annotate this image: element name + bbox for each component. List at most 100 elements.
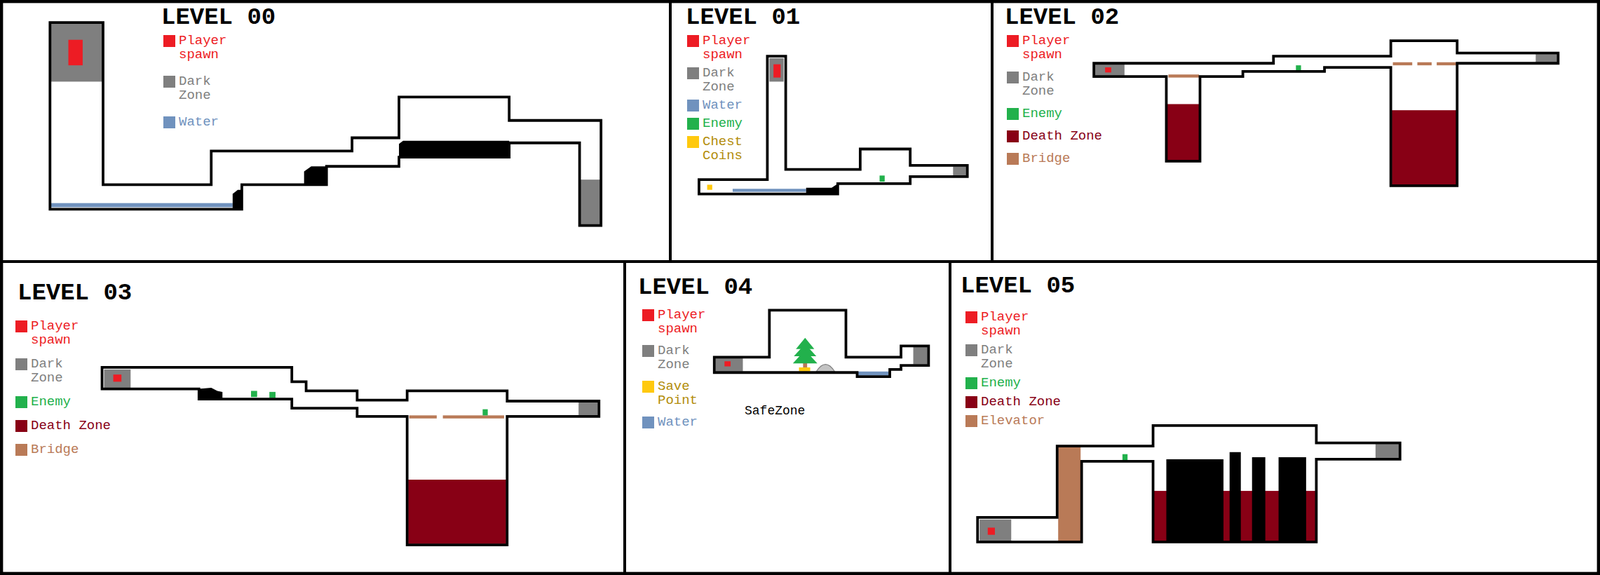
- legend-item: Enemy: [965, 375, 1061, 390]
- dark-zone: [952, 166, 967, 177]
- level-floor: [977, 425, 1401, 542]
- level-title: LEVEL 04: [638, 275, 753, 300]
- legend-text: Elevator: [980, 413, 1048, 428]
- legend-text: Bridge: [1022, 151, 1089, 166]
- legend-swatch: [15, 320, 28, 333]
- dark-zone: [103, 369, 131, 388]
- legend-item: Dark Zone: [163, 74, 246, 103]
- level-outline: [49, 22, 601, 226]
- enemy: [879, 175, 885, 182]
- level-floor: [102, 367, 600, 545]
- level-title: LEVEL 00: [161, 5, 276, 30]
- legend-text: Dark Zone: [980, 342, 1048, 371]
- legend-text: Dark Zone: [30, 356, 98, 385]
- solid-block: [199, 387, 223, 399]
- solid-block: [232, 190, 242, 210]
- player-spawn: [987, 527, 995, 535]
- level-outline: [102, 367, 600, 545]
- legend-swatch: [1006, 71, 1019, 84]
- dark-zone: [979, 519, 1012, 542]
- legend-text: Player spawn: [178, 33, 246, 62]
- legend-text: Save Point: [657, 379, 725, 408]
- legend-text: Enemy: [30, 394, 98, 409]
- level-panel: LEVEL 04 Player spawnDark ZoneSave PointW…: [624, 261, 951, 575]
- bridge: [409, 415, 437, 418]
- legend-item: Water: [687, 98, 770, 113]
- pillar: [1252, 457, 1266, 541]
- legend-text: Dark Zone: [657, 343, 725, 372]
- bridge: [1393, 62, 1413, 66]
- legend-text: Enemy: [980, 375, 1048, 390]
- legend-item: Bridge: [15, 442, 111, 457]
- enemy: [251, 390, 258, 397]
- legend-swatch: [642, 344, 655, 357]
- bridge: [1168, 74, 1199, 78]
- player-spawn: [773, 64, 781, 78]
- bridge: [1417, 62, 1432, 66]
- legend-item: Player spawn: [687, 33, 770, 62]
- legend-text: Dark Zone: [702, 65, 770, 94]
- legend-item: Enemy: [15, 394, 111, 409]
- dark-zone: [49, 22, 104, 82]
- legend-swatch: [15, 396, 28, 409]
- level-floor: [49, 22, 601, 226]
- level-panel: LEVEL 05Player spawnDark ZoneEnemyDeath …: [950, 261, 1600, 575]
- dark-zone: [579, 179, 602, 226]
- legend-swatch: [15, 443, 28, 456]
- dark-zone: [715, 358, 743, 372]
- pillar: [1278, 457, 1307, 541]
- solid-block: [806, 183, 838, 195]
- legend-text: Death Zone: [30, 418, 111, 433]
- dark-zone: [578, 401, 599, 416]
- legend-text: Player spawn: [30, 319, 98, 348]
- legend: Player spawnDark ZoneEnemyDeath ZoneBrid…: [1006, 33, 1103, 166]
- player-spawn: [68, 39, 83, 66]
- legend-item: Player spawn: [642, 307, 725, 336]
- dark-zone: [769, 58, 784, 82]
- legend-text: Enemy: [702, 116, 770, 131]
- level-panel: LEVEL 03Player spawnDark ZoneEnemyDeath …: [0, 261, 625, 575]
- legend-item: Bridge: [1006, 151, 1103, 166]
- legend-swatch: [642, 416, 655, 429]
- legend-item: Death Zone: [1006, 129, 1103, 144]
- legend-text: Enemy: [1022, 106, 1089, 121]
- legend-item: Water: [642, 415, 725, 430]
- legend-item: Player spawn: [965, 309, 1061, 338]
- dark-zone: [1535, 53, 1558, 64]
- rock: [816, 364, 835, 372]
- level-title: LEVEL 05: [960, 274, 1075, 298]
- legend-swatch: [15, 358, 28, 371]
- level-panel: LEVEL 01Player spawnDark ZoneWaterEnemyC…: [670, 0, 993, 262]
- legend: Player spawnDark ZoneEnemyDeath ZoneElev…: [965, 309, 1061, 428]
- legend-swatch: [642, 309, 655, 322]
- legend-item: Elevator: [965, 413, 1061, 428]
- player-spawn: [1104, 67, 1112, 73]
- legend-swatch: [163, 116, 176, 129]
- legend-text: Dark Zone: [1022, 70, 1089, 99]
- bridge: [443, 415, 505, 418]
- legend-text: Player spawn: [657, 307, 725, 336]
- legend-text: Death Zone: [1022, 129, 1103, 144]
- death-zone: [408, 479, 507, 545]
- level-floor: [1093, 40, 1558, 186]
- legend-swatch: [1006, 152, 1019, 165]
- legend-text: Water: [657, 415, 725, 430]
- legend-text: Dark Zone: [178, 74, 246, 103]
- death-zone: [1391, 110, 1457, 185]
- legend-swatch: [642, 380, 655, 393]
- legend-swatch: [687, 35, 700, 47]
- legend-swatch: [1006, 35, 1019, 47]
- level-outline: [977, 425, 1401, 542]
- legend-swatch: [965, 396, 978, 409]
- legend-item: Dark Zone: [687, 65, 770, 94]
- level-floor: [699, 56, 968, 194]
- legend: Player spawnDark ZoneEnemyDeath ZoneBrid…: [15, 319, 111, 457]
- death-zone: [1167, 103, 1199, 160]
- level-panel: LEVEL 02Player spawnDark ZoneEnemyDeath …: [992, 0, 1600, 262]
- legend-item: Player spawn: [15, 319, 111, 348]
- legend-text: Chest Coins: [702, 134, 770, 163]
- pillar: [1165, 459, 1224, 541]
- level-title: LEVEL 02: [1004, 5, 1120, 30]
